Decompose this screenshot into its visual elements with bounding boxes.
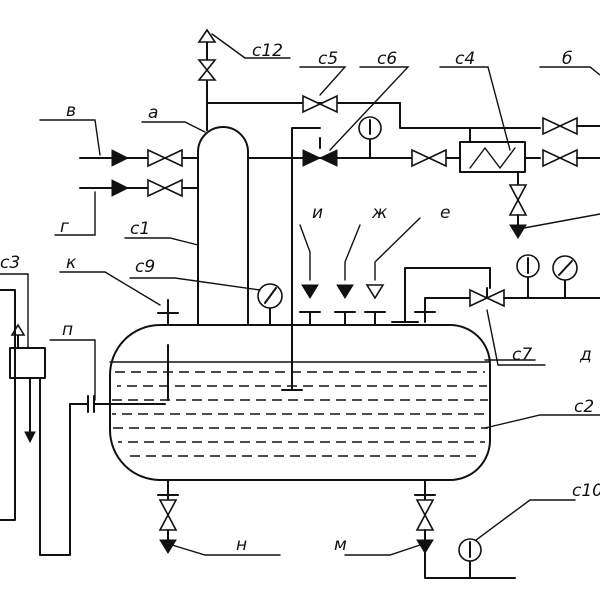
- label-c3: c3: [0, 253, 20, 273]
- dip-pipe: [281, 127, 321, 391]
- drain-n: [157, 479, 281, 556]
- column-c1: [197, 126, 249, 326]
- label-c4: c4: [455, 49, 475, 69]
- inlet-line-g: [54, 178, 199, 236]
- label-p: п: [62, 320, 73, 340]
- label-c2: c2: [574, 397, 594, 417]
- leader-lines: [49, 66, 600, 429]
- label-d: д: [579, 345, 592, 365]
- drain-m: [344, 479, 516, 579]
- line-a: [206, 94, 600, 136]
- inlet-line-v: [39, 119, 199, 168]
- line-c7: [391, 254, 600, 366]
- label-v: в: [66, 101, 76, 121]
- label-c7: c7: [512, 345, 532, 365]
- label-c6: c6: [377, 49, 397, 69]
- liquid-level-dashes: [112, 371, 488, 457]
- vent-line-c12: [197, 28, 291, 131]
- nozzle-e: [364, 217, 421, 326]
- label-c1: c1: [130, 219, 150, 239]
- label-m: м: [334, 535, 347, 555]
- nozzle-k: [157, 299, 179, 401]
- nozzle-i: [299, 224, 321, 326]
- gauge-c9: [257, 283, 283, 326]
- label-n: н: [236, 535, 247, 555]
- label-g: г: [60, 217, 69, 237]
- horizontal-vessel-c2: [109, 324, 491, 481]
- label-a: а: [148, 103, 158, 123]
- label-zh: ж: [371, 203, 388, 223]
- nozzle-zh: [334, 224, 361, 326]
- label-k: к: [66, 253, 77, 273]
- label-b: б: [562, 49, 572, 69]
- label-c9: c9: [135, 257, 155, 277]
- label-c10: c10: [572, 481, 600, 501]
- line-c6: [247, 116, 461, 168]
- gauge-c10: [458, 499, 576, 579]
- label-c12: c12: [252, 41, 283, 61]
- label-i: и: [312, 203, 323, 223]
- heat-exchanger-c4: [459, 127, 600, 239]
- label-c5: c5: [318, 49, 338, 69]
- instrument-c3: [0, 273, 166, 556]
- label-e: е: [440, 203, 450, 223]
